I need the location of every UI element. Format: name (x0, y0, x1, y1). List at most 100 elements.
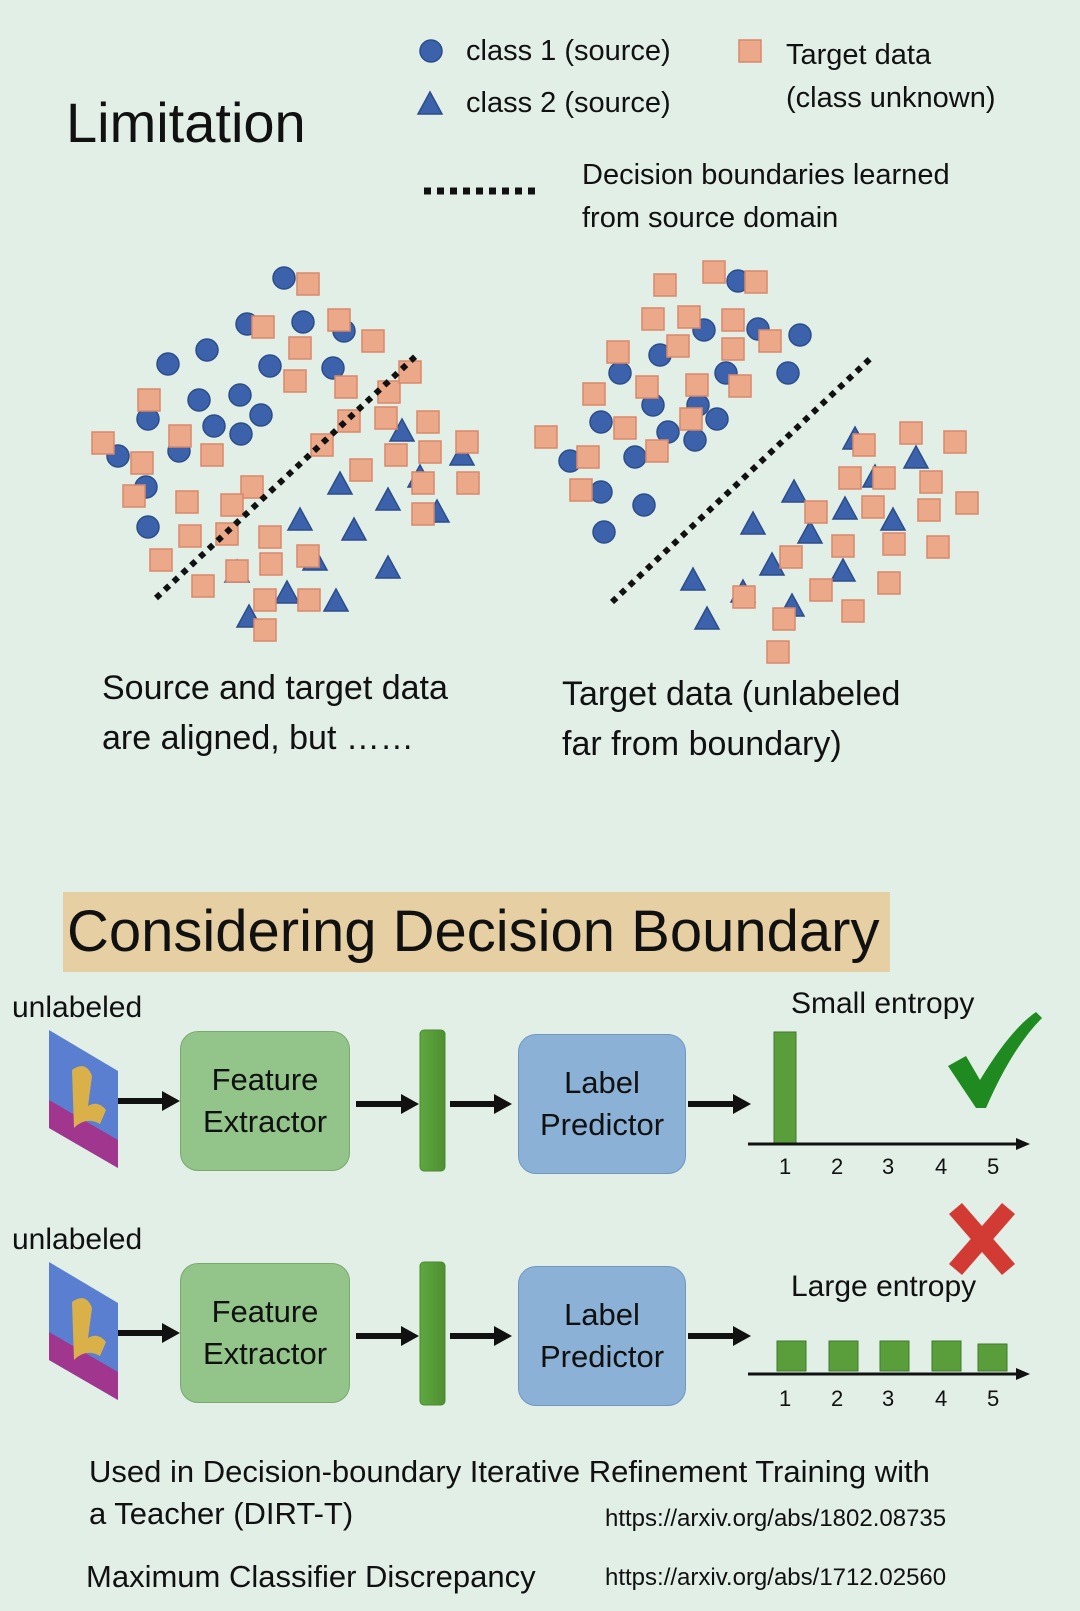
target-square-marker (384, 443, 408, 467)
row2-feature-vector (419, 1261, 446, 1406)
target-square-marker (258, 525, 282, 549)
legend-square-icon (738, 39, 762, 63)
class1-circle-marker (589, 410, 613, 434)
target-square-marker (702, 260, 726, 284)
row1-arrows (118, 1091, 751, 1114)
class1-circle-marker (195, 338, 219, 362)
row2-tick-1: 1 (779, 1386, 792, 1411)
target-square-marker (137, 388, 161, 412)
target-square-marker (841, 599, 865, 623)
class2-triangle-marker (273, 579, 301, 604)
row2-input-label: unlabeled (12, 1223, 143, 1256)
legend-target-label-1: Target data (786, 39, 932, 71)
target-square-marker (122, 484, 146, 508)
legend-triangle-icon (416, 90, 444, 115)
target-square-marker (926, 535, 950, 559)
legend-circle-icon (419, 39, 443, 63)
target-square-marker (728, 374, 752, 398)
limitation-title: Limitation (66, 91, 306, 154)
row1-tick-3: 3 (882, 1154, 895, 1179)
target-square-marker (416, 410, 440, 434)
class1-circle-marker (228, 383, 252, 407)
target-square-marker (955, 491, 979, 515)
class2-triangle-marker (326, 470, 354, 495)
target-square-marker (582, 382, 606, 406)
target-square-marker (288, 336, 312, 360)
row2-tick-3: 3 (882, 1386, 895, 1411)
target-square-marker (721, 308, 745, 332)
row1-bar-chart (748, 1031, 1030, 1150)
class1-circle-marker (592, 520, 616, 544)
target-square-marker (766, 640, 790, 664)
footer-line2: a Teacher (DIRT-T) (89, 1496, 354, 1531)
target-square-marker (130, 451, 154, 475)
class2-triangle-marker (286, 506, 314, 531)
class2-triangle-marker (388, 417, 416, 442)
target-square-marker (919, 470, 943, 494)
target-square-marker (831, 534, 855, 558)
class1-circle-marker (229, 422, 253, 446)
target-square-marker (253, 588, 277, 612)
section-title-banner: Considering Decision Boundary (63, 892, 890, 972)
target-square-marker (861, 495, 885, 519)
target-square-marker (411, 471, 435, 495)
class2-triangle-marker (879, 506, 907, 531)
row2-tick-5: 5 (987, 1386, 1000, 1411)
row1-label-predictor-box: Label Predictor (518, 1034, 686, 1174)
class2-triangle-marker (322, 587, 350, 612)
target-square-marker (872, 466, 896, 490)
dirt-t-link[interactable]: https://arxiv.org/abs/1802.08735 (605, 1505, 947, 1532)
target-square-marker (569, 478, 593, 502)
class2-triangle-marker (796, 519, 824, 544)
target-square-marker (374, 406, 398, 430)
target-square-marker (679, 407, 703, 431)
target-square-marker (917, 498, 941, 522)
row2-bar-2 (828, 1340, 859, 1372)
class2-triangle-marker (374, 554, 402, 579)
target-square-marker (852, 433, 876, 457)
row1-tick-1: 1 (779, 1154, 792, 1179)
caption-right-2: far from boundary) (562, 725, 842, 763)
row2-bar-4 (931, 1340, 962, 1372)
row1-feature-vector (419, 1029, 446, 1172)
target-square-marker (337, 409, 361, 433)
row1-entropy-label: Small entropy (791, 987, 975, 1020)
class1-circle-marker (321, 356, 345, 380)
class2-triangle-marker (831, 495, 859, 520)
target-square-marker (744, 270, 768, 294)
target-square-marker (653, 273, 677, 297)
row2-entropy-label: Large entropy (791, 1270, 977, 1303)
target-square-marker (534, 425, 558, 449)
row1-tick-4: 4 (935, 1154, 948, 1179)
target-square-marker (200, 443, 224, 467)
target-square-marker (349, 458, 373, 482)
scatter-left (91, 266, 480, 642)
class2-triangle-marker (780, 478, 808, 503)
class1-circle-marker (623, 445, 647, 469)
target-square-marker (635, 375, 659, 399)
row2-bar-chart (748, 1340, 1030, 1380)
target-square-marker (838, 466, 862, 490)
target-square-marker (779, 545, 803, 569)
target-square-marker (398, 360, 422, 384)
target-square-marker (666, 334, 690, 358)
class1-circle-marker (202, 414, 226, 438)
target-square-marker (240, 475, 264, 499)
class1-circle-marker (136, 515, 160, 539)
legend-class2-label: class 2 (source) (466, 87, 671, 119)
legend-boundary-label-1: Decision boundaries learned (582, 159, 950, 191)
caption-left-2: are aligned, but …… (102, 719, 414, 757)
target-square-marker (191, 574, 215, 598)
target-square-marker (91, 431, 115, 455)
class1-circle-marker (608, 361, 632, 385)
class2-triangle-marker (739, 510, 767, 535)
footer-line1: Used in Decision-boundary Iterative Refi… (89, 1454, 930, 1489)
mcd-link[interactable]: https://arxiv.org/abs/1712.02560 (605, 1564, 947, 1591)
class1-circle-marker (788, 323, 812, 347)
legend-boundary-label-2: from source domain (582, 202, 839, 234)
class1-circle-marker (589, 480, 613, 504)
row2-bar-5 (977, 1343, 1008, 1372)
target-square-marker (175, 490, 199, 514)
target-square-marker (220, 493, 244, 517)
class2-triangle-marker (902, 444, 930, 469)
